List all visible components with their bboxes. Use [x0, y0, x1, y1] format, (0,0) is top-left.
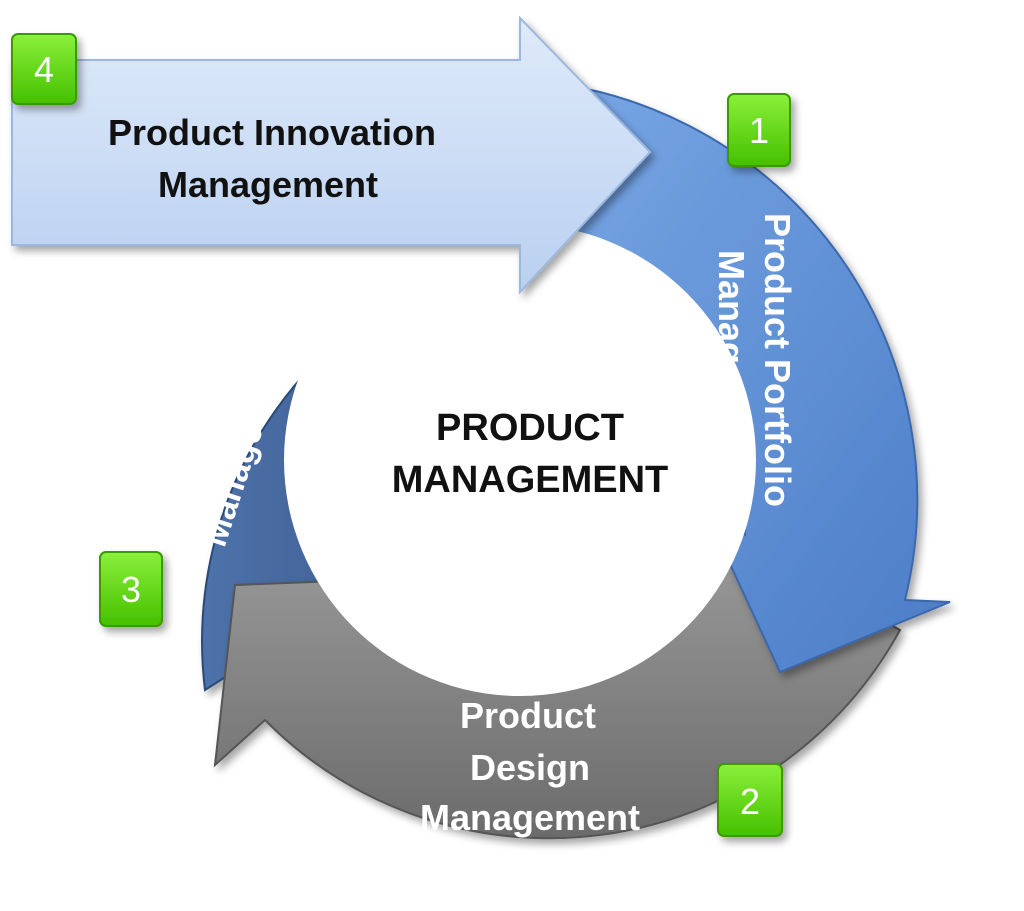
center-title-line2: MANAGEMENT: [392, 459, 669, 501]
center-title-line1: PRODUCT: [436, 407, 624, 449]
step-number-2: 2: [740, 781, 760, 822]
step-badge-4: 4: [11, 33, 77, 105]
step-badge-3: 3: [99, 551, 163, 627]
center-circle: [284, 224, 756, 696]
innovation-arrow: [11, 15, 652, 295]
design-label-line1: Product: [460, 695, 596, 736]
step-number-3: 3: [121, 569, 141, 610]
step-number-1: 1: [749, 110, 769, 151]
portfolio-label-line1: Product Portfolio: [757, 213, 798, 507]
step-number-4: 4: [34, 49, 54, 90]
design-label-line3: Management: [420, 797, 640, 838]
innovation-label-line2: Management: [158, 164, 378, 205]
step-badge-1: 1: [727, 93, 791, 167]
portfolio-label: Product Portfolio Management: [711, 213, 798, 507]
innovation-label-line1: Product Innovation: [108, 112, 436, 153]
step-badge-2: 2: [717, 763, 783, 837]
portfolio-label-line2: Management: [711, 250, 752, 470]
design-label-line2: Design: [470, 747, 590, 788]
